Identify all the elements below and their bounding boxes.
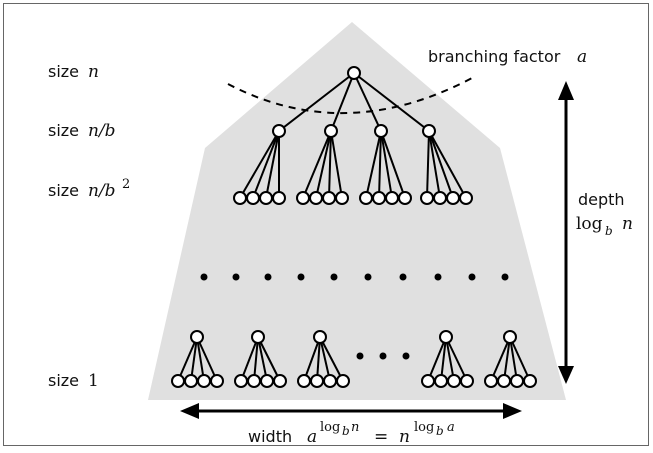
level2-node: [309, 191, 323, 205]
leaf-node: [421, 374, 435, 388]
leaf-node: [234, 374, 248, 388]
leaf-node: [197, 374, 211, 388]
svg-text:depth: depth: [578, 190, 625, 209]
level2-node: [459, 191, 473, 205]
svg-text:a: a: [577, 47, 587, 67]
level2-node: [272, 191, 286, 205]
leaf-node: [323, 374, 337, 388]
level1-subtree: [239, 130, 467, 199]
branching-factor-label: branching factor a: [428, 47, 587, 67]
svg-text:n: n: [351, 420, 359, 435]
leaf-subtree-edges: [177, 336, 531, 382]
width-arrow: [180, 403, 522, 419]
svg-text:=: =: [374, 427, 388, 447]
level2-node: [385, 191, 399, 205]
leaf-node: [336, 374, 350, 388]
level1-node: [422, 124, 436, 138]
svg-text:size: size: [48, 371, 79, 390]
branching-arc: [227, 77, 473, 115]
width-label: width a log b n = n log b a: [248, 420, 455, 447]
size-label-n-over-b-squared: size n/b 2: [48, 177, 130, 201]
svg-text:n: n: [622, 214, 633, 234]
level2-node: [246, 191, 260, 205]
leaf-node: [497, 374, 511, 388]
svg-text:a: a: [447, 420, 455, 435]
svg-text:n: n: [399, 427, 410, 447]
tree-envelope-shape: [148, 22, 566, 400]
penultimate-node: [503, 330, 517, 344]
leaf-node: [484, 374, 498, 388]
svg-text:size: size: [48, 121, 79, 140]
svg-text:width: width: [248, 427, 292, 446]
level2-node: [446, 191, 460, 205]
level2-node: [322, 191, 336, 205]
svg-text:2: 2: [122, 177, 130, 192]
svg-text:b: b: [342, 424, 350, 438]
leaf-node: [247, 374, 261, 388]
leaf-node: [510, 374, 524, 388]
size-label-n-over-b: size n/b: [48, 121, 116, 141]
level2-node: [398, 191, 412, 205]
svg-text:1: 1: [88, 371, 99, 391]
svg-text:n: n: [88, 62, 99, 82]
leaf-node: [523, 374, 537, 388]
size-label-one: size 1: [48, 371, 99, 391]
leaf-node: [297, 374, 311, 388]
level2-node: [433, 191, 447, 205]
leaf-node: [260, 374, 274, 388]
leaf-node: [184, 374, 198, 388]
level2-node: [372, 191, 386, 205]
level2-node: [296, 191, 310, 205]
leaf-node: [210, 374, 224, 388]
svg-text:size: size: [48, 62, 79, 81]
penultimate-node: [251, 330, 265, 344]
svg-text:n/b: n/b: [88, 181, 116, 201]
svg-text:b: b: [605, 224, 613, 238]
leaf-node: [434, 374, 448, 388]
svg-text:branching factor: branching factor: [428, 47, 561, 66]
leaf-node: [310, 374, 324, 388]
level2-node: [420, 191, 434, 205]
level1-node: [324, 124, 338, 138]
svg-text:log: log: [576, 214, 603, 234]
leaf-node: [171, 374, 185, 388]
level2-node: [359, 191, 373, 205]
level2-node: [259, 191, 273, 205]
svg-text:log: log: [320, 420, 340, 435]
svg-text:size: size: [48, 181, 79, 200]
root-node: [347, 66, 361, 80]
svg-text:log: log: [414, 420, 434, 435]
penultimate-node: [313, 330, 327, 344]
level1-node: [374, 124, 388, 138]
root-edges: [278, 72, 430, 132]
svg-text:a: a: [307, 427, 317, 447]
svg-text:n/b: n/b: [88, 121, 116, 141]
penultimate-node: [190, 330, 204, 344]
leaf-node: [460, 374, 474, 388]
leaf-node: [273, 374, 287, 388]
tree-nodes: [171, 66, 537, 388]
svg-text:b: b: [436, 424, 444, 438]
level2-node: [233, 191, 247, 205]
size-label-n: size n: [48, 62, 99, 82]
penultimate-node: [439, 330, 453, 344]
level1-node: [272, 124, 286, 138]
depth-label: depth log b n: [576, 190, 633, 238]
ellipsis-dots: [200, 273, 509, 360]
leaf-node: [447, 374, 461, 388]
level2-node: [335, 191, 349, 205]
depth-arrow: [558, 81, 574, 384]
